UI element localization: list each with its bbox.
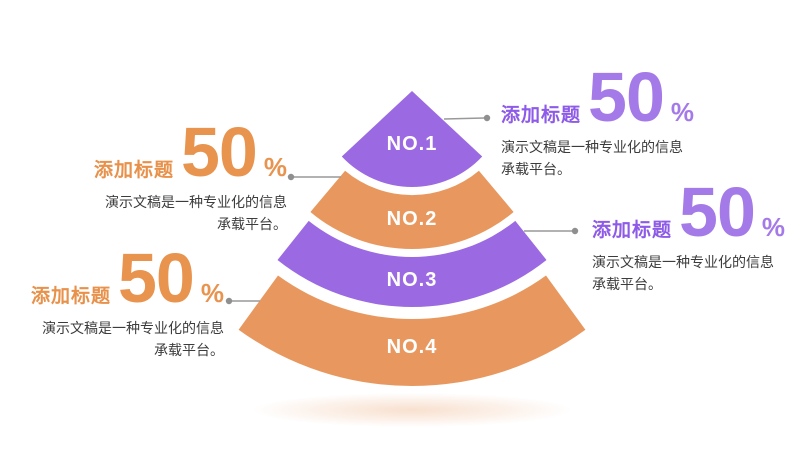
callout-tier2-title: 添加标题	[93, 160, 174, 181]
callout-tier4-unit: %	[200, 278, 224, 308]
tier-3-label: NO.3	[386, 269, 438, 291]
connector-dot-tier4	[225, 297, 233, 305]
connector-dot-tier2	[287, 173, 295, 181]
tier-2-label: NO.2	[386, 208, 438, 230]
fan-tier-4-shape	[238, 275, 586, 387]
connector-line-tier1	[443, 117, 485, 120]
callout-tier4-value: 50	[118, 239, 195, 317]
callout-tier3-value: 50	[679, 173, 756, 251]
fan-tier-2-shape	[310, 170, 514, 249]
callout-tier4-headline: 添加标题 50 %	[30, 239, 224, 317]
callout-tier2: 添加标题 50 % 演示文稿是一种专业化的信息 承载平台。	[93, 113, 287, 235]
callout-tier3-headline: 添加标题 50 %	[592, 173, 786, 251]
callout-tier4-desc-line2: 承载平台。	[154, 342, 224, 358]
tier-4-label: NO.4	[386, 336, 438, 358]
callout-tier1-title: 添加标题	[501, 105, 582, 126]
tier-1-label: NO.1	[386, 133, 438, 155]
callout-tier4-title: 添加标题	[30, 286, 111, 307]
callout-tier2-value: 50	[181, 113, 258, 191]
callout-tier3-title: 添加标题	[592, 220, 673, 241]
callout-tier1: 添加标题 50 % 演示文稿是一种专业化的信息 承载平台。	[501, 58, 695, 180]
connector-dot-tier1	[483, 114, 491, 122]
callout-tier1-value: 50	[588, 58, 665, 136]
callout-tier3-unit: %	[761, 212, 786, 242]
callout-tier2-desc-line1: 演示文稿是一种专业化的信息	[105, 194, 287, 210]
callout-tier1-desc-line1: 演示文稿是一种专业化的信息	[501, 139, 683, 155]
fan-tier-3-shape	[277, 220, 547, 307]
fan-tier-1-shape	[341, 91, 483, 188]
connector-dot-tier3	[571, 227, 579, 235]
callout-tier2-description: 演示文稿是一种专业化的信息 承载平台。	[94, 191, 287, 235]
callout-tier2-headline: 添加标题 50 %	[93, 113, 287, 191]
callout-tier2-desc-line2: 承载平台。	[217, 216, 287, 232]
callout-tier3-description: 演示文稿是一种专业化的信息 承载平台。	[592, 251, 785, 295]
callout-tier4-desc-line1: 演示文稿是一种专业化的信息	[42, 320, 224, 336]
callout-tier1-unit: %	[670, 97, 695, 127]
callout-tier3-desc-line2: 承载平台。	[592, 276, 662, 292]
fan-reflection-shadow	[252, 393, 572, 427]
callout-tier3-desc-line1: 演示文稿是一种专业化的信息	[592, 254, 774, 270]
callout-tier2-unit: %	[263, 152, 287, 182]
callout-tier1-headline: 添加标题 50 %	[501, 58, 695, 136]
callout-tier4-description: 演示文稿是一种专业化的信息 承载平台。	[31, 317, 224, 361]
callout-tier1-desc-line2: 承载平台。	[501, 161, 571, 177]
callout-tier3: 添加标题 50 % 演示文稿是一种专业化的信息 承载平台。	[592, 173, 786, 295]
callout-tier4: 添加标题 50 % 演示文稿是一种专业化的信息 承载平台。	[30, 239, 224, 361]
callout-tier1-description: 演示文稿是一种专业化的信息 承载平台。	[501, 136, 694, 180]
